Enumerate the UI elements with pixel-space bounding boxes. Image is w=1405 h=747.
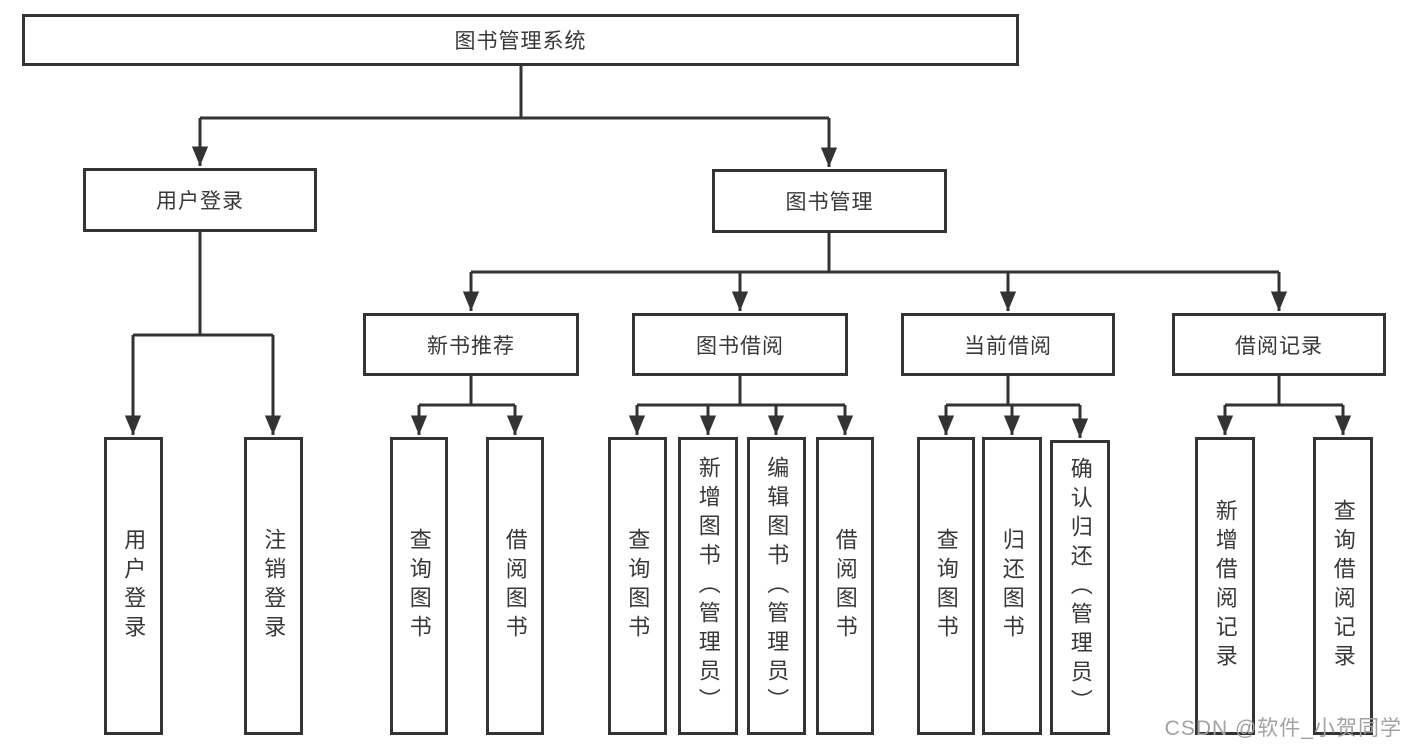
leaf-query-borrow-record: 查询借阅记录	[1313, 437, 1373, 735]
connector-root-trunk	[200, 65, 829, 120]
leaf-rec-borrow-books: 借阅图书	[486, 437, 544, 735]
leaf-edit-books-admin: 编辑图书（管理员）	[747, 437, 806, 735]
node-current-borrow-label: 当前借阅	[964, 334, 1052, 358]
leaf-return-books-label: 归还图书	[999, 528, 1025, 644]
node-new-rec: 新书推荐	[363, 313, 579, 376]
leaf-return-books: 归还图书	[982, 437, 1042, 735]
leaf-confirm-return-admin: 确认归还（管理员）	[1050, 440, 1110, 735]
leaf-borrow-books-label: 借阅图书	[832, 528, 858, 644]
leaf-current-query-books-label: 查询图书	[933, 528, 959, 644]
csdn-watermark: CSDN @软件_小贺同学	[1164, 717, 1402, 740]
connector-current-trunk	[946, 376, 1080, 407]
connector-records-trunk	[1225, 376, 1343, 407]
connector-book-borrow-trunk	[637, 376, 845, 407]
leaf-add-books-admin-label: 新增图书（管理员）	[695, 455, 721, 717]
node-book-mgmt-label: 图书管理	[785, 191, 874, 214]
leaf-borrow-query-books: 查询图书	[608, 437, 667, 735]
node-new-rec-label: 新书推荐	[427, 334, 515, 358]
leaf-borrow-books: 借阅图书	[816, 437, 874, 735]
node-root-label: 图书管理系统	[454, 30, 587, 53]
leaf-edit-books-admin-label: 编辑图书（管理员）	[764, 455, 790, 717]
node-borrow-records-label: 借阅记录	[1235, 334, 1323, 358]
node-user-login-label: 用户登录	[156, 190, 244, 213]
leaf-logout-label: 注销登录	[261, 528, 287, 644]
connector-book-mgmt-trunk	[471, 233, 1279, 274]
node-current-borrow: 当前借阅	[901, 313, 1115, 376]
node-root: 图书管理系统	[22, 14, 1019, 66]
connector-new-rec-trunk	[419, 376, 515, 407]
leaf-add-borrow-record-label: 新增借阅记录	[1212, 499, 1238, 673]
leaf-current-query-books: 查询图书	[917, 437, 975, 735]
leaf-confirm-return-admin-label: 确认归还（管理员）	[1067, 457, 1093, 718]
leaf-query-borrow-record-label: 查询借阅记录	[1330, 499, 1356, 673]
leaf-add-books-admin: 新增图书（管理员）	[678, 437, 738, 735]
node-book-mgmt: 图书管理	[712, 169, 947, 233]
node-borrow-records: 借阅记录	[1172, 313, 1386, 376]
leaf-logout: 注销登录	[244, 437, 303, 735]
node-user-login: 用户登录	[83, 168, 317, 232]
leaf-rec-borrow-books-label: 借阅图书	[502, 528, 528, 644]
leaf-user-login: 用户登录	[104, 437, 163, 735]
leaf-add-borrow-record: 新增借阅记录	[1195, 437, 1255, 735]
node-book-borrow-label: 图书借阅	[696, 334, 784, 358]
leaf-rec-query-books: 查询图书	[390, 437, 448, 735]
connector-user-login-trunk	[133, 232, 273, 337]
leaf-borrow-query-books-label: 查询图书	[625, 528, 651, 644]
node-book-borrow: 图书借阅	[632, 313, 848, 376]
leaf-user-login-label: 用户登录	[121, 528, 147, 644]
leaf-rec-query-books-label: 查询图书	[406, 528, 432, 644]
